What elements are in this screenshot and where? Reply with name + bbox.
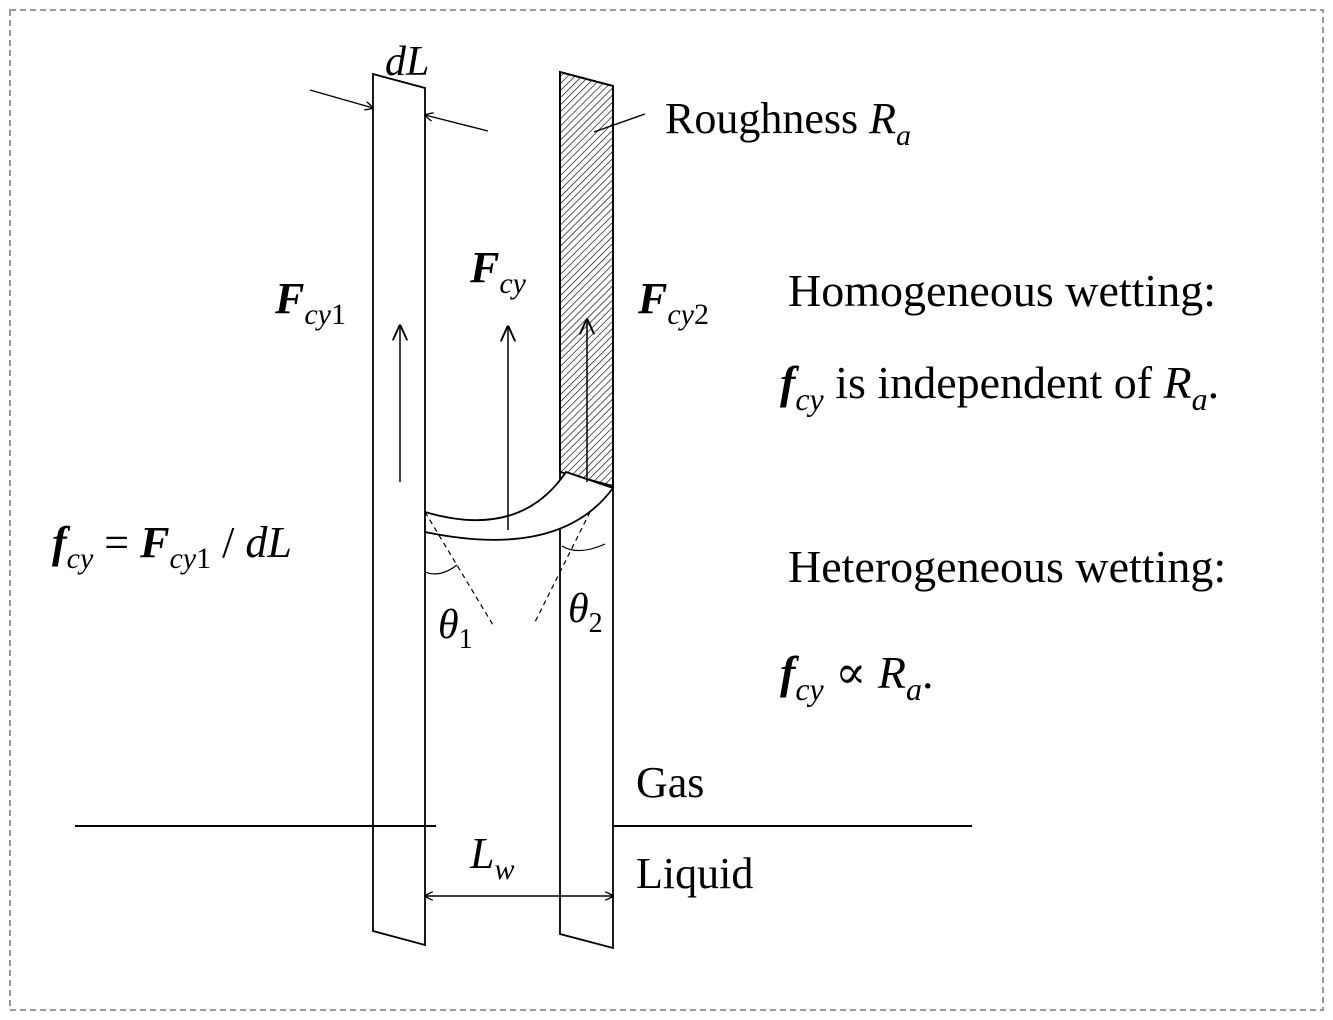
theta2-label: θ2	[568, 586, 603, 639]
roughness-leader	[593, 113, 646, 133]
fcy-label: Fcy	[469, 243, 527, 300]
fcy2-label: Fcy2	[637, 274, 709, 331]
left-plate	[372, 72, 426, 947]
angle-arc-left	[424, 564, 458, 575]
roughness-label: Roughness Ra	[665, 94, 911, 152]
theta1-label: θ1	[438, 602, 473, 655]
homogeneous-statement: fcy is independent of Ra.	[780, 357, 1219, 417]
angle-arc-right	[561, 543, 606, 552]
dl-arrow-right	[425, 115, 489, 132]
lw-label: Lw	[469, 829, 515, 886]
liquid-label: Liquid	[636, 849, 753, 898]
heterogeneous-heading: Heterogeneous wetting:	[788, 541, 1226, 592]
tangent-right	[534, 511, 591, 623]
gas-label: Gas	[636, 758, 704, 807]
meniscus	[424, 470, 615, 541]
diagram-border	[9, 9, 1324, 1011]
homogeneous-heading: Homogeneous wetting:	[788, 265, 1216, 316]
fcy1-label: Fcy1	[274, 274, 346, 331]
roughness-hatch	[559, 70, 614, 488]
dl-label: dL	[385, 39, 429, 85]
tangent-left	[424, 511, 494, 626]
heterogeneous-statement: fcy ∝ Ra.	[780, 647, 933, 707]
fcy-equation: fcy = Fcy1 / dL	[52, 518, 292, 575]
dl-arrow-left	[309, 89, 373, 108]
